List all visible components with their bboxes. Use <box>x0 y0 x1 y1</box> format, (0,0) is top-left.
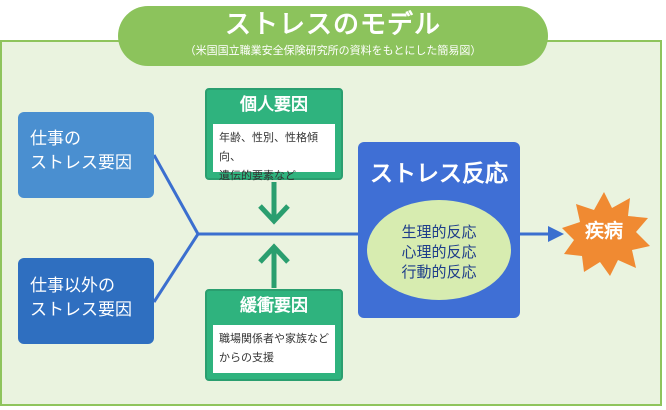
reaction-psychological: 心理的反応 <box>401 243 477 261</box>
buffer-factors-detail: 職場関係者や家族など からの支援 <box>213 325 335 373</box>
personal-factors-detail: 年齢、性別、性格傾向、 遺伝的要素など <box>213 124 335 182</box>
stress-reaction-box: ストレス反応 生理的反応 心理的反応 行動的反応 <box>358 142 520 318</box>
buffer-factors-heading: 緩衝要因 <box>240 296 308 316</box>
page-title: ストレスのモデル <box>224 10 441 40</box>
non-work-stressor-line-1: 仕事以外の <box>30 276 115 296</box>
non-work-stressor-box: 仕事以外の ストレス要因 <box>18 258 154 344</box>
arrow-personal-head <box>258 204 290 225</box>
reaction-physiological: 生理的反応 <box>401 223 477 241</box>
personal-factors-heading: 個人要因 <box>240 95 308 115</box>
stress-reaction-heading: ストレス反応 <box>370 161 508 187</box>
work-stressor-box: 仕事の ストレス要因 <box>18 112 154 198</box>
buffer-factors-line-1: 職場関係者や家族など <box>219 332 329 345</box>
buffer-factors-line-2: からの支援 <box>219 351 274 364</box>
arrow-outcome-head <box>548 226 564 242</box>
work-stressor-line-2: ストレス要因 <box>30 153 132 173</box>
stress-reaction-list: 生理的反応 心理的反応 行動的反応 <box>367 200 511 300</box>
non-work-stressor-line-2: ストレス要因 <box>30 300 132 320</box>
connector-non-work <box>152 233 200 303</box>
personal-factors-box: 個人要因 年齢、性別、性格傾向、 遺伝的要素など <box>205 88 343 182</box>
connector-work <box>152 154 200 235</box>
personal-factors-line-2: 遺伝的要素など <box>219 169 296 182</box>
arrow-buffer-head <box>258 243 290 264</box>
page-subtitle: （米国国立職業安全保険研究所の資料をもとにした簡易図） <box>184 44 482 57</box>
buffer-factors-box: 緩衝要因 職場関係者や家族など からの支援 <box>205 289 343 381</box>
title-banner: ストレスのモデル （米国国立職業安全保険研究所の資料をもとにした簡易図） <box>118 6 548 66</box>
personal-factors-line-1: 年齢、性別、性格傾向、 <box>219 131 318 163</box>
disease-label: 疾病 <box>584 220 623 242</box>
disease-burst <box>562 192 650 276</box>
reaction-behavioral: 行動的反応 <box>401 263 477 281</box>
work-stressor-line-1: 仕事の <box>30 129 81 149</box>
